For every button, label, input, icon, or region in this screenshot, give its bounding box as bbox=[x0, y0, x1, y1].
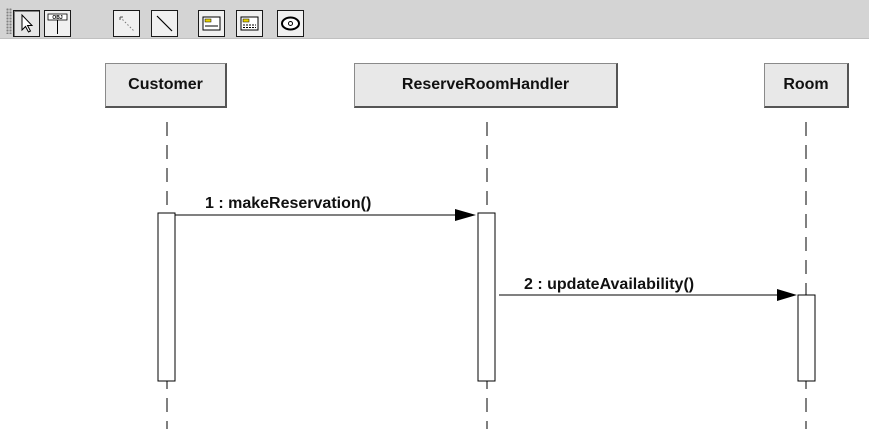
dashed-line-icon bbox=[119, 16, 135, 32]
customer-activation-bar[interactable] bbox=[157, 212, 176, 382]
obj-icon-label: OBJ bbox=[52, 15, 63, 21]
ellipse-icon bbox=[281, 16, 300, 31]
room-activation-bar[interactable] bbox=[797, 294, 816, 382]
toolbar-grip[interactable] bbox=[6, 8, 12, 34]
message-1-arrowhead bbox=[455, 209, 476, 221]
solid-line-icon bbox=[156, 15, 173, 32]
message-2-arrowhead bbox=[777, 289, 797, 301]
diagram-lines bbox=[157, 122, 816, 429]
text-box-icon bbox=[240, 16, 259, 31]
note-tool-button[interactable] bbox=[198, 10, 225, 37]
message-tool-button[interactable] bbox=[151, 10, 178, 37]
reserveroomhandler-object-box[interactable]: ReserveRoomHandler bbox=[354, 63, 618, 108]
reserveroomhandler-activation-bar[interactable] bbox=[477, 212, 496, 382]
object-lifeline-icon: OBJ bbox=[47, 13, 68, 34]
customer-object-box[interactable]: Customer bbox=[105, 63, 227, 108]
diagram-toolbar: OBJ bbox=[0, 0, 869, 39]
ellipse-tool-button[interactable] bbox=[277, 10, 304, 37]
note-icon bbox=[202, 16, 221, 31]
arrow-pointer-icon bbox=[21, 13, 34, 33]
dashed-link-tool-button[interactable] bbox=[113, 10, 140, 37]
select-tool-button[interactable] bbox=[13, 10, 40, 37]
sequence-diagram-canvas[interactable]: Customer ReserveRoomHandler Room 1 : mak… bbox=[0, 38, 869, 429]
object-lifeline-tool-button[interactable]: OBJ bbox=[44, 10, 71, 37]
message-1-label[interactable]: 1 : makeReservation() bbox=[205, 195, 372, 212]
room-object-box[interactable]: Room bbox=[764, 63, 849, 108]
customer-object-label: Customer bbox=[128, 76, 203, 93]
reserveroomhandler-object-label: ReserveRoomHandler bbox=[401, 76, 570, 93]
room-object-label: Room bbox=[783, 76, 829, 93]
message-2-label[interactable]: 2 : updateAvailability() bbox=[524, 276, 695, 293]
text-tool-button[interactable] bbox=[236, 10, 263, 37]
